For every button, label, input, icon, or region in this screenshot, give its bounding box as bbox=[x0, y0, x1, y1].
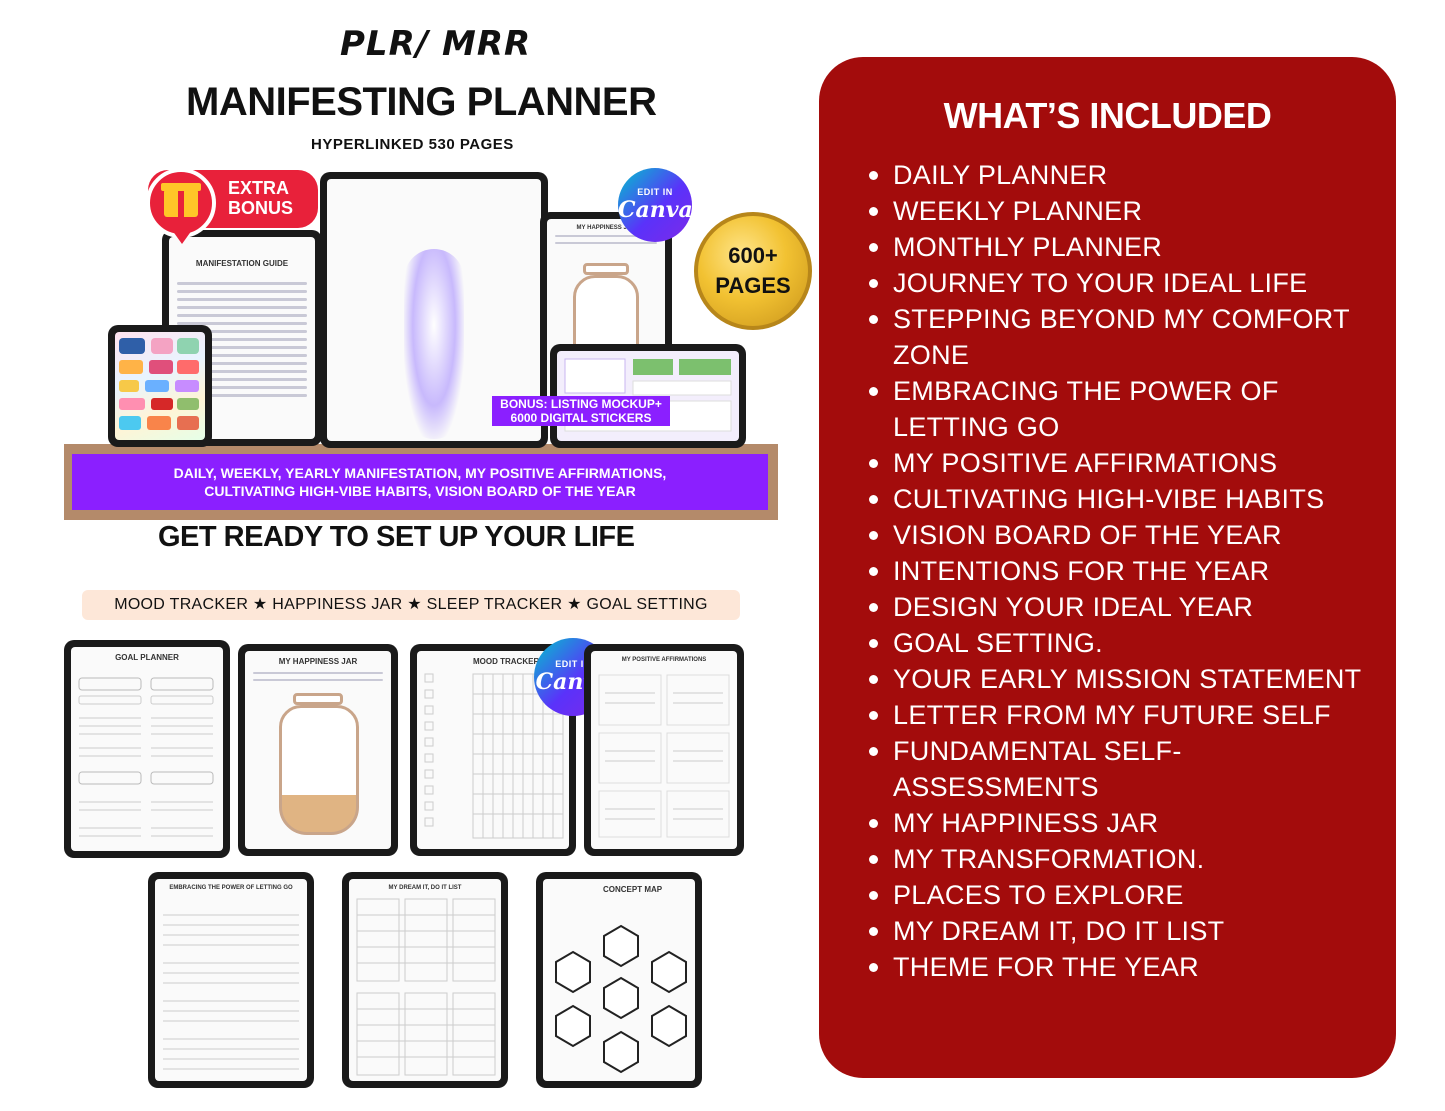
included-list: DAILY PLANNER WEEKLY PLANNER MONTHLY PLA… bbox=[867, 157, 1367, 985]
list-item: FUNDAMENTAL SELF-ASSESSMENTS bbox=[867, 733, 1367, 805]
list-item: MY TRANSFORMATION. bbox=[867, 841, 1367, 877]
list-item: WEEKLY PLANNER bbox=[867, 193, 1367, 229]
banner-line-2: CULTIVATING HIGH-VIBE HABITS, VISION BOA… bbox=[204, 483, 636, 499]
letting-go-lines bbox=[163, 914, 299, 1070]
pin-icon bbox=[172, 230, 192, 244]
bonus-listing-tag: BONUS: LISTING MOCKUP+ 6000 DIGITAL STIC… bbox=[492, 396, 670, 426]
preview-affirmations: MY POSITIVE AFFIRMATIONS bbox=[584, 644, 744, 856]
preview-concept-map: CONCEPT MAP bbox=[536, 872, 702, 1088]
preview-title: MOOD TRACKER bbox=[473, 657, 540, 666]
preview-dream-list: MY DREAM IT, DO IT LIST bbox=[342, 872, 508, 1088]
preview-title: EMBRACING THE POWER OF LETTING GO bbox=[169, 885, 293, 891]
canva-edit-label: EDIT IN bbox=[637, 187, 673, 197]
contents-banner: DAILY, WEEKLY, YEARLY MANIFESTATION, MY … bbox=[72, 454, 768, 510]
preview-letting-go: EMBRACING THE POWER OF LETTING GO bbox=[148, 872, 314, 1088]
list-item: PLACES TO EXPLORE bbox=[867, 877, 1367, 913]
list-item: MONTHLY PLANNER bbox=[867, 229, 1367, 265]
page-subtitle: HYPERLINKED 530 PAGES bbox=[311, 136, 514, 153]
preview-title: MY POSITIVE AFFIRMATIONS bbox=[621, 657, 707, 663]
preview-goal-planner: GOAL PLANNER bbox=[64, 640, 230, 858]
preview-title: CONCEPT MAP bbox=[603, 885, 663, 894]
list-item: VISION BOARD OF THE YEAR bbox=[867, 517, 1367, 553]
list-item: MY DREAM IT, DO IT LIST bbox=[867, 913, 1367, 949]
preview-title: GOAL PLANNER bbox=[115, 653, 179, 662]
list-item: GOAL SETTING. bbox=[867, 625, 1367, 661]
preview-title: MY DREAM IT, DO IT LIST bbox=[388, 885, 462, 891]
jar-tablet-title: MY HAPPINESS JAR bbox=[576, 225, 636, 231]
extra-label: EXTRA bbox=[228, 178, 290, 198]
list-item: MY POSITIVE AFFIRMATIONS bbox=[867, 445, 1367, 481]
guide-tablet: MANIFESTATION GUIDE bbox=[162, 230, 322, 446]
cover-tablet bbox=[320, 172, 548, 448]
list-item: DAILY PLANNER bbox=[867, 157, 1367, 193]
sticker-grid bbox=[119, 338, 199, 430]
gift-icon bbox=[146, 168, 216, 238]
canva-badge: EDIT IN Canva bbox=[618, 168, 693, 242]
banner-line-1: DAILY, WEEKLY, YEARLY MANIFESTATION, MY … bbox=[173, 465, 667, 481]
panel-title: WHAT’S INCLUDED bbox=[943, 95, 1272, 136]
preview-title: MY HAPPINESS JAR bbox=[278, 657, 358, 666]
list-item: LETTER FROM MY FUTURE SELF bbox=[867, 697, 1367, 733]
bonus-tag-line-1: BONUS: LISTING MOCKUP+ bbox=[500, 397, 662, 411]
hero-mockup: DAILY, WEEKLY, YEARLY MANIFESTATION, MY … bbox=[64, 168, 820, 520]
list-item: INTENTIONS FOR THE YEAR bbox=[867, 553, 1367, 589]
canva-logo: Canva bbox=[618, 197, 693, 223]
license-label: PLR/ MRR bbox=[340, 24, 532, 64]
canva-edit-label: EDIT IN bbox=[555, 659, 591, 669]
list-item: CULTIVATING HIGH-VIBE HABITS bbox=[867, 481, 1367, 517]
list-item: EMBRACING THE POWER OF LETTING GO bbox=[867, 373, 1367, 445]
sticker-phone bbox=[108, 325, 212, 447]
pages-label: PAGES bbox=[715, 273, 791, 298]
list-item: THEME FOR THE YEAR bbox=[867, 949, 1367, 985]
preview-happiness-jar: MY HAPPINESS JAR bbox=[238, 644, 398, 856]
list-item: JOURNEY TO YOUR IDEAL LIFE bbox=[867, 265, 1367, 301]
tagline: GET READY TO SET UP YOUR LIFE bbox=[158, 521, 635, 553]
bonus-label: BONUS bbox=[228, 198, 294, 218]
whats-included-panel: WHAT’S INCLUDED DAILY PLANNER WEEKLY PLA… bbox=[819, 57, 1396, 1078]
glowing-figure bbox=[404, 249, 464, 439]
list-item: MY HAPPINESS JAR bbox=[867, 805, 1367, 841]
affirmation-cards bbox=[598, 674, 730, 838]
list-item: YOUR EARLY MISSION STATEMENT bbox=[867, 661, 1367, 697]
features-strip: MOOD TRACKER ★ HAPPINESS JAR ★ SLEEP TRA… bbox=[82, 590, 740, 620]
shelf: DAILY, WEEKLY, YEARLY MANIFESTATION, MY … bbox=[64, 444, 778, 520]
goal-form-lines bbox=[78, 677, 214, 837]
list-item: DESIGN YOUR IDEAL YEAR bbox=[867, 589, 1367, 625]
bonus-tag-line-2: 6000 DIGITAL STICKERS bbox=[510, 411, 652, 425]
list-item: STEPPING BEYOND MY COMFORT ZONE bbox=[867, 301, 1367, 373]
page-title: MANIFESTING PLANNER bbox=[186, 80, 657, 124]
pages-badge: 600+ PAGES bbox=[694, 212, 812, 330]
jar-illustration bbox=[279, 705, 359, 835]
concept-map-hexagons bbox=[555, 924, 687, 1074]
pages-count: 600+ bbox=[728, 243, 778, 268]
dream-list-columns bbox=[356, 898, 496, 1076]
guide-title: MANIFESTATION GUIDE bbox=[195, 259, 289, 268]
